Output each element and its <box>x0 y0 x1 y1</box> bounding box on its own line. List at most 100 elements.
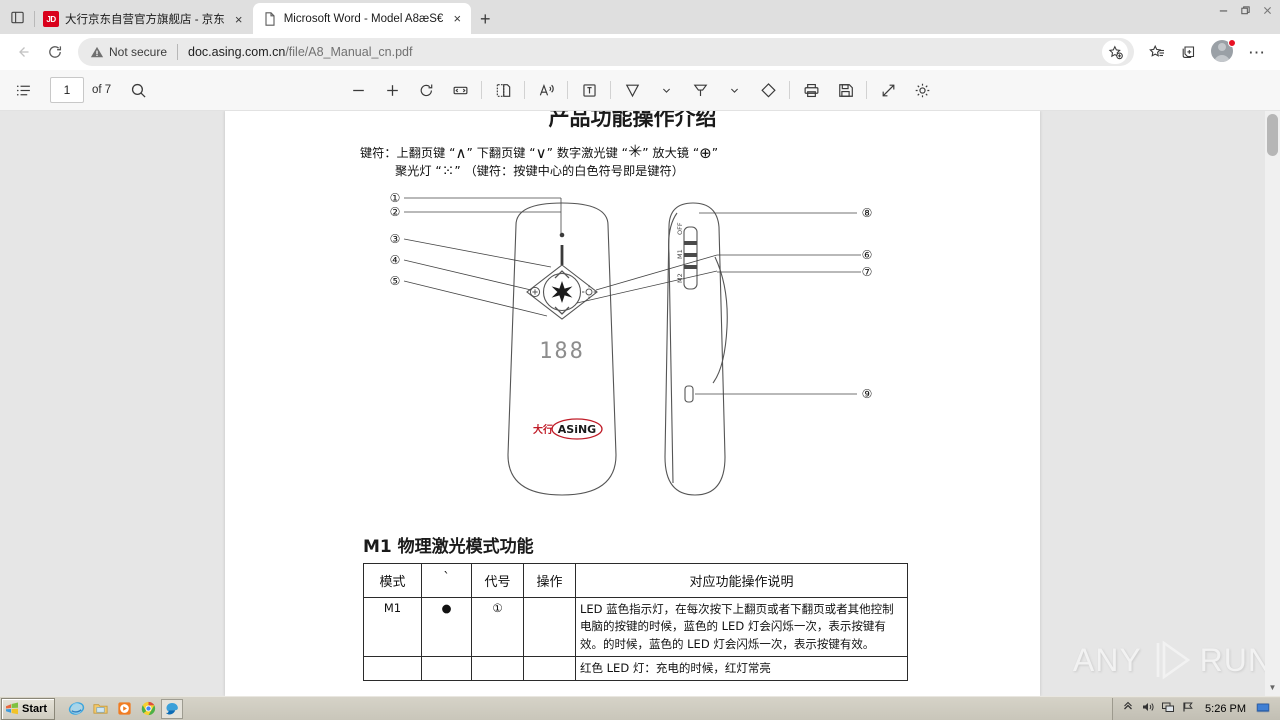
svg-text:大行: 大行 <box>533 423 553 436</box>
system-tray: 5:26 PM <box>1112 697 1280 720</box>
close-icon[interactable]: × <box>453 11 462 26</box>
media-player-icon[interactable] <box>113 699 135 719</box>
add-text-icon[interactable] <box>572 75 606 105</box>
network-icon[interactable] <box>1161 700 1175 717</box>
file-explorer-icon[interactable] <box>89 699 111 719</box>
cell-description: LED 蓝色指示灯，在每次按下上翻页或者下翻页或者其他控制电脑的按键的时候，蓝色… <box>575 597 908 657</box>
internet-explorer-icon[interactable] <box>65 699 87 719</box>
page-view-icon[interactable] <box>486 75 520 105</box>
search-icon[interactable] <box>121 75 155 105</box>
read-aloud-icon[interactable] <box>529 75 563 105</box>
new-tab-button[interactable]: + <box>480 8 491 29</box>
zoom-in-icon[interactable] <box>375 75 409 105</box>
security-indicator[interactable]: Not secure <box>90 45 167 59</box>
highlight-icon[interactable] <box>683 75 717 105</box>
key-line1-mid1: ” 下翻页键 “ <box>466 146 536 160</box>
url-path: /file/A8_Manual_cn.pdf <box>285 45 413 59</box>
svg-text:M2: M2 <box>676 273 684 283</box>
vertical-scrollbar[interactable]: ▼ <box>1265 111 1280 696</box>
pdf-toolbar-center <box>341 75 939 105</box>
edge-icon[interactable] <box>161 698 184 719</box>
th-mark: ` <box>421 563 472 598</box>
favorites-icon[interactable] <box>1142 38 1172 66</box>
scroll-down-arrow-icon[interactable]: ▼ <box>1268 682 1277 692</box>
th-mode: 模式 <box>363 563 422 598</box>
callout-5: ⑤ <box>390 274 401 288</box>
device-illustration-svg: 188 大行 ASiNG OFF M1 <box>390 191 873 496</box>
table-row: 红色 LED 灯：充电的时候，红灯常亮 <box>363 655 908 682</box>
segment-display: 188 <box>539 339 585 364</box>
fullscreen-icon[interactable] <box>871 75 905 105</box>
flag-icon[interactable] <box>1181 700 1195 717</box>
section-title: M1 物理激光模式功能 <box>363 537 534 557</box>
callout-7: ⑦ <box>862 265 873 279</box>
keypad <box>526 264 598 320</box>
navigation-bar: Not secure doc.asing.com.cn/file/A8_Manu… <box>0 34 1280 70</box>
page-number-input[interactable]: 1 <box>50 77 84 103</box>
save-icon[interactable] <box>828 75 862 105</box>
anyrun-watermark: ANY RUN <box>1073 638 1272 682</box>
key-line1-mid3: ” 放大镜 “ <box>642 146 700 160</box>
page-count-label: of 7 <box>92 84 112 96</box>
cell-code: ① <box>471 597 524 657</box>
usb-port <box>684 385 694 403</box>
fit-to-page-icon[interactable] <box>443 75 477 105</box>
tab-title: 大行京东自营官方旗舰店 - 京东 <box>65 14 225 26</box>
svg-text:188: 188 <box>539 339 585 364</box>
collections-icon[interactable] <box>1174 38 1204 66</box>
quick-launch-bar <box>65 698 184 719</box>
key-symbol-line-2: 聚光灯 “⁙” （键符：按键中心的白色符号即是键符） <box>395 161 684 180</box>
highlight-chevron-down-icon[interactable] <box>717 75 751 105</box>
table-row: M1 ● ① LED 蓝色指示灯，在每次按下上翻页或者下翻页或者其他控制电脑的按… <box>363 597 908 657</box>
page-title: 产品功能操作介绍 <box>548 111 717 130</box>
divider <box>789 81 790 99</box>
start-button[interactable]: Start <box>1 697 56 720</box>
zoom-out-icon[interactable] <box>341 75 375 105</box>
svg-text:M1: M1 <box>676 249 684 259</box>
add-favorite-icon[interactable] <box>1102 40 1128 64</box>
pdf-page: 产品功能操作介绍 键符：上翻页键 “∧” 下翻页键 “∨” 数字激光键 “✳” … <box>225 111 1040 696</box>
browser-tab-1[interactable]: JD 大行京东自营官方旗舰店 - 京东 × <box>34 4 253 34</box>
close-icon[interactable]: × <box>234 11 243 27</box>
tab-actions-icon[interactable] <box>0 2 34 32</box>
window-controls <box>1212 1 1278 19</box>
draw-chevron-down-icon[interactable] <box>649 75 683 105</box>
profile-avatar[interactable] <box>1211 39 1236 64</box>
callout-3: ③ <box>390 232 401 246</box>
back-arrow-icon[interactable] <box>8 38 38 66</box>
svg-text:ASiNG: ASiNG <box>558 423 596 436</box>
restore-button[interactable] <box>1234 1 1256 19</box>
settings-and-more-icon[interactable]: ⋯ <box>1248 42 1266 62</box>
eraser-icon[interactable] <box>751 75 785 105</box>
up-page-key-glyph: ∧ <box>455 144 467 162</box>
callout-9: ⑨ <box>862 387 873 401</box>
draw-pen-icon[interactable] <box>615 75 649 105</box>
scrollbar-thumb[interactable] <box>1267 114 1278 156</box>
show-hidden-icons[interactable] <box>1121 700 1135 717</box>
refresh-icon[interactable] <box>40 38 70 66</box>
th-description: 对应功能操作说明 <box>575 563 908 598</box>
more-settings-gear-icon[interactable] <box>905 75 939 105</box>
address-bar[interactable]: Not secure doc.asing.com.cn/file/A8_Manu… <box>78 38 1134 66</box>
show-desktop-button[interactable] <box>1256 701 1276 717</box>
volume-icon[interactable] <box>1141 700 1155 717</box>
clock[interactable]: 5:26 PM <box>1205 702 1246 715</box>
callout-6: ⑥ <box>862 248 873 262</box>
cell-mode <box>363 655 422 682</box>
table-of-contents-icon[interactable] <box>6 75 40 105</box>
key-line1-prefix: 键符：上翻页键 “ <box>360 146 456 160</box>
minimize-button[interactable] <box>1212 1 1234 19</box>
close-button[interactable] <box>1256 1 1278 19</box>
rotate-icon[interactable] <box>409 75 443 105</box>
pdf-viewer[interactable]: 产品功能操作介绍 键符：上翻页键 “∧” 下翻页键 “∨” 数字激光键 “✳” … <box>0 111 1280 696</box>
chrome-icon[interactable] <box>137 699 159 719</box>
led-dot <box>559 232 565 238</box>
url-text: doc.asing.com.cn/file/A8_Manual_cn.pdf <box>188 45 412 59</box>
star-key-glyph <box>551 281 573 303</box>
divider <box>567 81 568 99</box>
divider <box>524 81 525 99</box>
watermark-text-left: ANY <box>1072 641 1142 678</box>
print-icon[interactable] <box>794 75 828 105</box>
browser-tab-2[interactable]: Microsoft Word - Model A8æŠ€ × <box>252 3 472 34</box>
windows-logo-icon <box>5 702 19 715</box>
